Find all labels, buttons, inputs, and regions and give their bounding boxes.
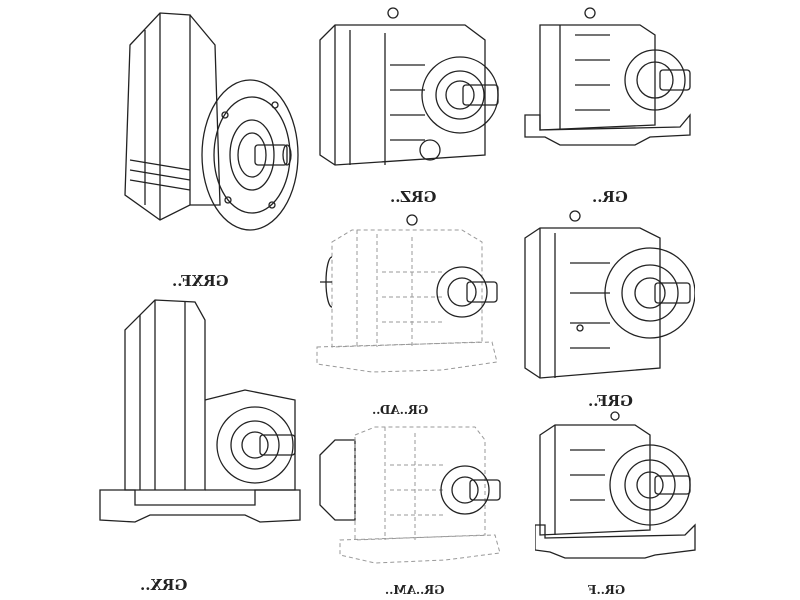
- figure-label-grxf: GRXF..: [172, 272, 229, 290]
- gearbox-grf-drawing: [520, 208, 696, 388]
- gearbox-gr-drawing: [520, 5, 695, 150]
- figure-label-grx: GRX..: [140, 576, 188, 594]
- figure-label-grz: GRZ..: [390, 188, 437, 206]
- figure-label-gr-am: GR..AM..: [385, 583, 445, 597]
- gearbox-grx-drawing: [95, 290, 305, 530]
- gearbox-grz-drawing: [315, 5, 505, 175]
- gearbox-gr-f-drawing: [534, 410, 700, 560]
- figure-label-gr-f: GR..F: [588, 583, 626, 597]
- figure-label-grf: GRF..: [588, 392, 633, 410]
- figure-label-gr: GR..: [592, 188, 628, 206]
- gearbox-gr-am-drawing: [315, 415, 505, 565]
- gearbox-gr-ad-drawing: [312, 212, 507, 387]
- gearbox-grxf-drawing: [100, 5, 300, 240]
